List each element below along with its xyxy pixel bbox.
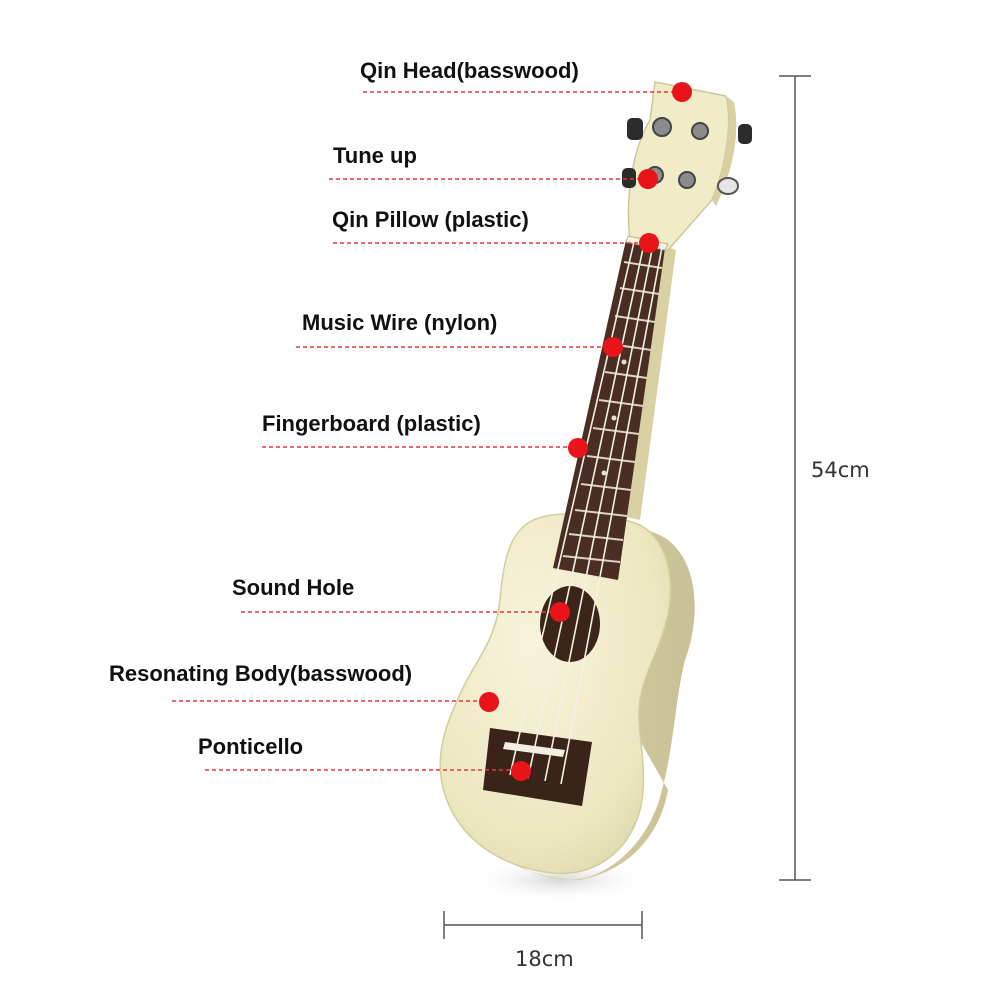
fret-dots bbox=[601, 359, 627, 476]
marker-fingerboard bbox=[568, 438, 588, 458]
headstock bbox=[627, 81, 730, 251]
label-sound-hole: Sound Hole bbox=[232, 575, 355, 600]
markers bbox=[479, 82, 692, 781]
leader-lines bbox=[172, 91, 680, 771]
marker-music-wire bbox=[603, 337, 623, 357]
height-dimension-line bbox=[779, 75, 811, 881]
width-dimension-label: 18cm bbox=[515, 947, 574, 971]
marker-sound-hole bbox=[550, 602, 570, 622]
label-music-wire: Music Wire (nylon) bbox=[302, 310, 498, 335]
label-qin-head: Qin Head(basswood) bbox=[360, 58, 579, 83]
label-resonating-body: Resonating Body(basswood) bbox=[109, 661, 413, 686]
label-ponticello: Ponticello bbox=[198, 734, 304, 759]
label-tune-up: Tune up bbox=[333, 143, 417, 168]
tuning-pegs bbox=[622, 117, 752, 195]
headstock-side bbox=[712, 96, 737, 206]
label-qin-pillow: Qin Pillow (plastic) bbox=[332, 207, 529, 232]
marker-tune-up bbox=[638, 169, 658, 189]
label-fingerboard: Fingerboard (plastic) bbox=[262, 411, 481, 436]
marker-resonating-body bbox=[479, 692, 499, 712]
strings bbox=[509, 241, 663, 785]
marker-qin-head bbox=[672, 82, 692, 102]
marker-ponticello bbox=[511, 761, 531, 781]
width-dimension-line bbox=[443, 911, 643, 939]
height-dimension-label: 54cm bbox=[811, 458, 870, 482]
marker-qin-pillow bbox=[639, 233, 659, 253]
